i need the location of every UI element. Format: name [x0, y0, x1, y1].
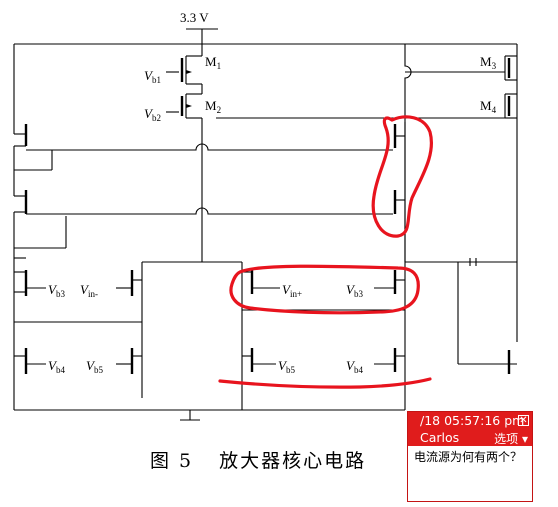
- vb1-label: Vb1: [144, 68, 161, 85]
- figure-title: 放大器核心电路: [219, 450, 367, 472]
- vin-plus-device: Vin+: [242, 270, 302, 299]
- supply-label: 3.3 V: [180, 10, 209, 25]
- right-vb5-device: Vb5: [242, 348, 295, 375]
- comment-header[interactable]: /18 05:57:16 pm ✕ Carlos 选项 ▾: [408, 412, 532, 446]
- transistor-m1: M1 Vb1: [144, 54, 221, 85]
- options-menu-button[interactable]: 选项 ▾: [494, 430, 528, 447]
- m3-label: M3: [480, 54, 497, 71]
- figure-caption: 图 5 放大器核心电路: [150, 446, 366, 473]
- figure-number: 图 5: [150, 450, 194, 472]
- vb3-right-label: Vb3: [346, 282, 363, 299]
- vb4-left-label: Vb4: [48, 358, 65, 375]
- vin-plus-label: Vin+: [282, 282, 302, 299]
- vin-minus-label: Vin-: [80, 282, 98, 299]
- transistor-m3: M3: [480, 54, 517, 81]
- vb2-label: Vb2: [144, 106, 161, 123]
- comment-timestamp: /18 05:57:16 pm: [420, 413, 525, 428]
- right-cascode-stack: [393, 122, 406, 262]
- vb4-right-label: Vb4: [346, 358, 363, 375]
- red-circle-cascode-annotation: [371, 115, 433, 238]
- left-cascode-stack: [13, 122, 67, 258]
- chevron-down-icon: ▾: [521, 432, 528, 446]
- vb5-right-label: Vb5: [278, 358, 295, 375]
- m4-label: M4: [480, 98, 497, 115]
- comment-author: Carlos: [420, 430, 460, 445]
- options-label: 选项: [494, 432, 519, 446]
- vb3-left-label: Vb3: [48, 282, 65, 299]
- left-vb4-device: Vb4: [14, 348, 65, 375]
- left-vb5-device: Vb5: [86, 348, 142, 375]
- comment-popup[interactable]: /18 05:57:16 pm ✕ Carlos 选项 ▾ 电流源为何有两个？: [407, 411, 533, 502]
- close-icon[interactable]: ✕: [518, 415, 529, 426]
- transistor-m2: M2 Vb2: [144, 93, 221, 123]
- right-vb4-device: Vb4: [346, 348, 405, 375]
- red-underline-annotation: [218, 377, 432, 389]
- m1-label: M1: [205, 54, 221, 71]
- vb5-left-label: Vb5: [86, 358, 103, 375]
- comment-text[interactable]: 电流源为何有两个？: [414, 450, 523, 464]
- red-circle-input-pair-annotation: [229, 264, 420, 315]
- m2-label: M2: [205, 98, 221, 115]
- transistor-m4: M4: [480, 93, 517, 119]
- vin-minus-device: Vin-: [80, 262, 143, 376]
- left-vb3-device: Vb3: [14, 270, 65, 299]
- right-vb3-device: Vb3: [346, 262, 406, 410]
